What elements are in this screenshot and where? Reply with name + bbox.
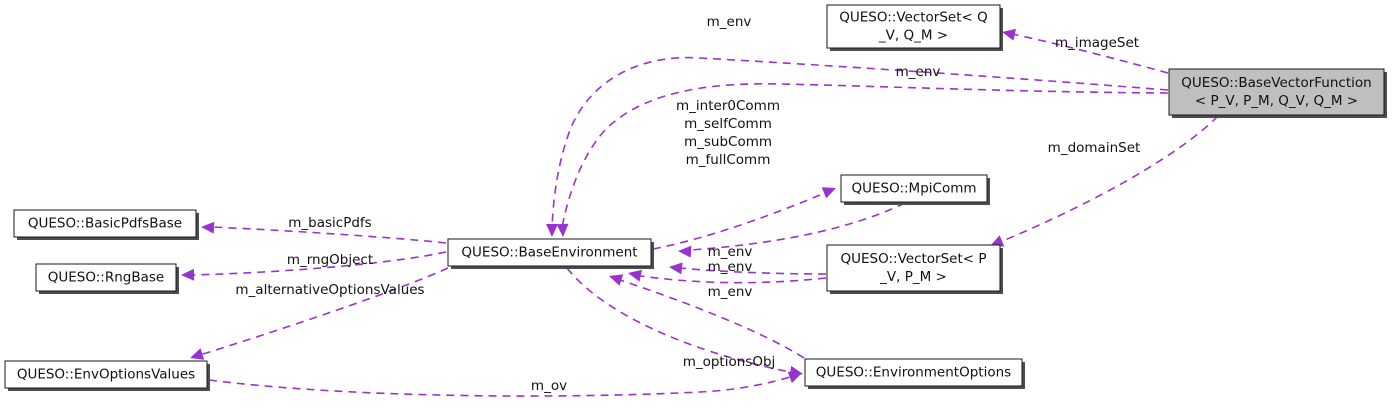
edge-e-env-vectorset-p2 [628,269,827,284]
node-label: QUESO::VectorSet< Q [839,10,988,26]
edge-label-e-ov: m_ov [531,378,567,394]
edge-e-domainset [990,115,1219,247]
edge-line [566,267,791,373]
node-box[interactable] [840,174,988,203]
edge-label-e-comm: m_fullComm [686,152,771,168]
edge-line [999,115,1219,243]
edge-labels-layer: m_imageSetm_envm_envm_inter0Commm_selfCo… [235,14,1140,394]
edge-line [689,202,906,251]
edge-line [679,267,827,275]
edge-e-comm [652,187,836,250]
node-box[interactable] [826,244,1001,292]
edge-label-e-optionsobj: m_optionsObj [683,354,776,370]
node-envoptionsvalues[interactable]: QUESO::EnvOptionsValues [4,360,210,391]
node-vectorset_p[interactable]: QUESO::VectorSet< P_V, P_M > [826,244,1003,294]
node-box[interactable] [13,209,197,238]
node-environmentoptions[interactable]: QUESO::EnvironmentOptions [804,358,1025,389]
edge-line [199,267,449,356]
node-label: _V, P_M > [879,269,947,285]
edge-line [639,275,827,284]
node-baseenvironment[interactable]: QUESO::BaseEnvironment [447,238,654,269]
edge-e-env-envoptions [609,274,805,359]
node-box[interactable] [4,360,208,389]
edge-arrowhead [821,187,836,199]
edge-e-env-top [546,56,1169,237]
edge-label-e-domainset: m_domainSet [1048,140,1141,156]
edge-e-env-mpicomm [678,202,906,258]
node-label: QUESO::EnvironmentOptions [816,365,1011,381]
edge-label-e-altoptions: m_alternativeOptionsValues [235,282,424,298]
edge-arrowhead [990,235,1005,247]
node-label: QUESO::EnvOptionsValues [17,367,195,383]
edge-e-ov [208,371,802,397]
edge-line [551,56,1169,229]
edge-e-env-vectorset-p1 [669,262,827,275]
edge-line [1011,33,1169,74]
edges-layer [181,28,1219,397]
edge-arrowhead [678,245,692,258]
edge-e-altoptions [190,267,449,360]
edge-e-rngobject [181,251,447,281]
edge-line [619,279,805,359]
edge-arrowhead [669,262,683,275]
edge-line [652,194,821,250]
node-box[interactable] [1168,68,1385,116]
node-label: QUESO::VectorSet< P [840,251,986,267]
edge-label-e-env-vectorset-p2: m_env [708,284,753,300]
node-box[interactable] [35,263,177,292]
edge-e-env-second [556,83,1169,237]
edge-arrowhead [556,223,569,237]
node-basevectorfunction[interactable]: QUESO::BaseVectorFunction< P_V, P_M, Q_V… [1168,68,1387,118]
node-box[interactable] [826,4,1001,49]
edge-label-e-basicpdfs: m_basicPdfs [288,215,371,231]
node-label: QUESO::BaseEnvironment [461,245,637,261]
edge-arrowhead [609,274,624,286]
node-label: QUESO::RngBase [48,270,164,286]
edge-e-basicpdfs [201,221,447,244]
node-label: < P_V, P_M, Q_V, Q_M > [1195,93,1358,109]
node-box[interactable] [447,238,652,267]
edge-label-e-comm: m_inter0Comm [676,98,780,114]
edge-line [191,251,447,276]
edge-line [208,376,791,397]
edge-arrowhead [190,348,205,360]
node-label: QUESO::MpiComm [851,181,976,197]
edge-arrowhead [787,371,802,384]
node-label: QUESO::BasicPdfsBase [28,216,182,232]
nodes-layer: QUESO::VectorSet< Q_V, Q_M >QUESO::BaseV… [4,4,1387,391]
edge-label-e-env-second: m_env [896,64,941,80]
node-label: QUESO::BaseVectorFunction [1181,75,1371,91]
node-box[interactable] [804,358,1023,387]
node-basicpdfsbase[interactable]: QUESO::BasicPdfsBase [13,209,199,240]
node-rngbase[interactable]: QUESO::RngBase [35,263,179,294]
edge-e-imageset [1002,28,1169,74]
node-vectorset_q[interactable]: QUESO::VectorSet< Q_V, Q_M > [826,4,1003,51]
edge-arrowhead [628,269,642,282]
edge-arrowhead [181,268,195,281]
edge-label-e-env-mpicomm: m_env [708,244,753,260]
edge-line [211,226,447,244]
edge-label-e-comm: m_selfComm [684,116,772,132]
edge-arrowhead [546,224,558,237]
node-label: _V, Q_M > [878,28,948,44]
edge-label-e-env-vectorset-p1: m_env [708,259,753,275]
edge-arrowhead [1002,28,1016,41]
edge-label-e-rngobject: m_rngObject [287,252,373,268]
edge-arrowhead [201,221,215,234]
edge-label-e-comm: m_subComm [684,134,772,150]
edge-label-e-env-top: m_env [707,14,752,30]
edge-label-e-imageset: m_imageSet [1055,35,1139,51]
node-mpicomm[interactable]: QUESO::MpiComm [840,174,990,205]
